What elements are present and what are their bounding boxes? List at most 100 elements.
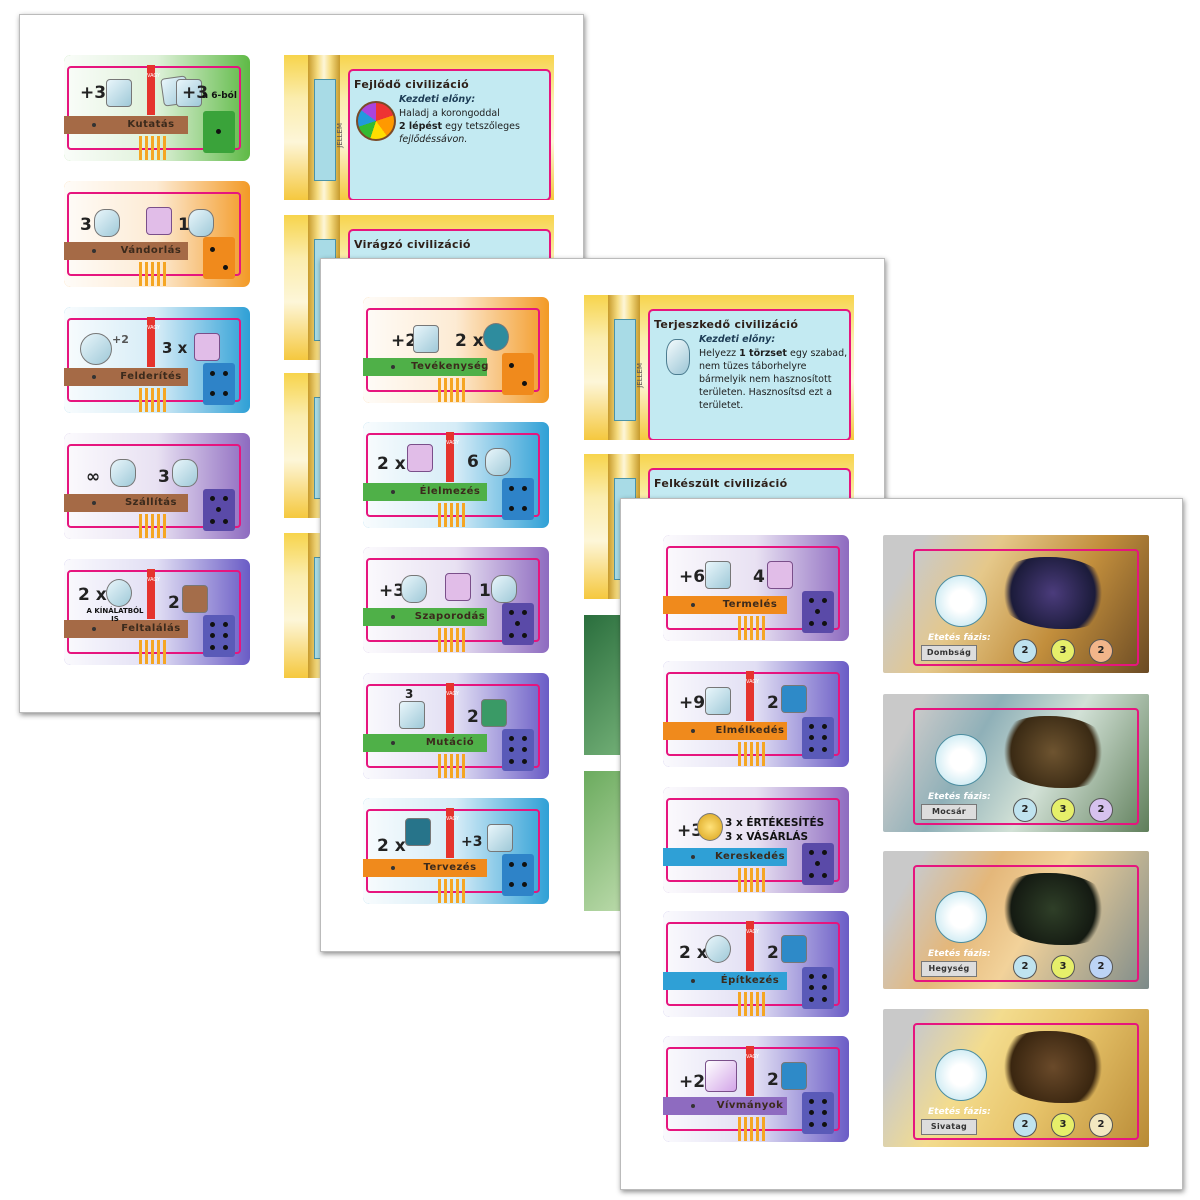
action-card-elelmezes[interactable]: VAGY 2 x 6 Élelmezés [363, 422, 549, 528]
creature-worm [993, 716, 1113, 788]
die-icon [203, 237, 235, 279]
vagy-label: VAGY [446, 440, 460, 446]
left-value: +2 [679, 1072, 706, 1092]
feeding-icon [935, 891, 987, 943]
compass-token: 2 [1089, 955, 1113, 979]
terrain-card-dombsag[interactable]: Etetés fázis: Dombság 2 3 2 [883, 535, 1149, 673]
action-card-tevekenyseg[interactable]: +2 2 x Tevékenység [363, 297, 549, 403]
action-card-epitkezes[interactable]: VAGY 2 x 2 Építkezés [663, 911, 849, 1017]
right-value: 2 [767, 693, 779, 713]
coin-icon [697, 813, 723, 841]
card-name: Felderítés [120, 371, 182, 382]
card-name: Szállítás [124, 497, 178, 508]
mutation-card-icon [481, 699, 507, 727]
vagy-label: VAGY [746, 929, 760, 935]
invention-card-icon [182, 585, 208, 613]
achievement-cube-icon [705, 1060, 737, 1092]
right-value: 2 x [455, 331, 484, 351]
right-value: +3 [182, 83, 209, 103]
feeding-icon [935, 575, 987, 627]
tribe-feed-icon [485, 448, 511, 476]
left-value: +2 [391, 331, 418, 351]
action-card-kereskedes[interactable]: +3 3 x ÉRTÉKESÍTÉS 3 x VÁSÁRLÁS Keresked… [663, 787, 849, 893]
lightbulb-icon [705, 687, 731, 715]
card-name: Élelmezés [419, 486, 481, 497]
left-note: A KÍNÁLATBÓL IS [86, 607, 144, 623]
action-card-mutacio[interactable]: VAGY 3 2 Mutáció [363, 673, 549, 779]
swirl-token: 3 [1051, 955, 1075, 979]
tribe-move-icon-2 [188, 209, 214, 237]
pen-token: 2 [1089, 798, 1113, 822]
terrain-card-sivatag[interactable]: Etetés fázis: Sivatag 2 3 2 [883, 1009, 1149, 1147]
civ-title: Fejlődő civilizáció [354, 78, 470, 91]
building-icon [705, 935, 731, 963]
action-card-elmelkedes[interactable]: VAGY +9 2 Elmélkedés [663, 661, 849, 767]
civ-card-fejlodo[interactable]: JELLEM Fejlődő civilizáció Kezdeti előny… [284, 55, 554, 200]
action-card-szaporodas[interactable]: +3 1 Szaporodás [363, 547, 549, 653]
die-icon [203, 489, 235, 531]
plan-card-icon [405, 818, 431, 846]
swirl-token: 3 [1051, 1113, 1075, 1137]
die-icon [203, 363, 235, 405]
action-card-kutatas[interactable]: VAGY +3 +3 a 6-ból Kutatás [64, 55, 250, 161]
terrain-card-mocsar[interactable]: Etetés fázis: Mocsár 2 3 2 [883, 694, 1149, 832]
terrain-card-hegyseg[interactable]: Etetés fázis: Hegység 2 3 2 [883, 851, 1149, 989]
food-icon [407, 444, 433, 472]
right-line-1: 3 x ÉRTÉKESÍTÉS [725, 817, 825, 829]
right-value: 1 [178, 215, 190, 235]
terrain-name: Hegység [921, 961, 977, 977]
action-card-szallitas[interactable]: ∞ 3 Szállítás [64, 433, 250, 539]
right-value: 2 [168, 593, 180, 613]
left-value: 2 x [679, 943, 708, 963]
shovel-icon [705, 561, 731, 589]
die-icon [802, 843, 834, 885]
card-name: Mutáció [425, 737, 475, 748]
vagy-label: VAGY [147, 73, 161, 79]
action-card-vivmanyok[interactable]: VAGY +2 2 Vívmányok [663, 1036, 849, 1142]
vagy-label: VAGY [446, 816, 460, 822]
swirl-token: 3 [1051, 639, 1075, 663]
swirl-token: 3 [1051, 798, 1075, 822]
terrain-name: Dombság [921, 645, 977, 661]
left-value: 2 x [78, 585, 107, 605]
vagy-label: VAGY [746, 1054, 760, 1060]
creature-bird [993, 557, 1113, 629]
dna-icon [399, 701, 425, 729]
action-card-felderites[interactable]: VAGY +2 3 x Felderítés [64, 307, 250, 413]
civ-card-terjeszkedo[interactable]: JELLEM Terjeszkedő civilizáció Kezdeti e… [584, 295, 854, 440]
feeding-phase-label: Etetés fázis: [928, 949, 991, 959]
die-icon [802, 1092, 834, 1134]
die-icon [203, 111, 235, 153]
card-name: Elmélkedés [715, 725, 785, 736]
card-name: Szaporodás [414, 611, 486, 622]
card-deck-icon [106, 79, 132, 107]
action-card-vandorlas[interactable]: 3 1 Vándorlás [64, 181, 250, 287]
feeding-phase-label: Etetés fázis: [928, 792, 991, 802]
civ-description: Haladj a korongoddal 2 lépést egy tetsző… [399, 108, 520, 145]
action-card-feltalalas[interactable]: VAGY 2 x A KÍNÁLATBÓL IS 2 Feltalálás [64, 559, 250, 665]
left-value: 2 x [377, 836, 406, 856]
gear-token: 2 [1089, 639, 1113, 663]
bulb-token: 2 [1013, 798, 1037, 822]
card-name: Kutatás [127, 119, 175, 130]
die-icon [203, 615, 235, 657]
card-sheet-3: +6 4 Termelés VAGY +9 2 Elmélkedés +3 3 … [620, 498, 1183, 1190]
explore-icon [80, 333, 112, 365]
right-value: 4 [753, 567, 765, 587]
die-icon [502, 603, 534, 645]
right-value: 6 [467, 452, 479, 472]
civ-title: Terjeszkedő civilizáció [654, 318, 799, 331]
card-name: Vándorlás [120, 245, 182, 256]
coin-icon [413, 325, 439, 353]
left-value: +3 [80, 83, 107, 103]
terrain-name: Sivatag [921, 1119, 977, 1135]
idea-icon [487, 824, 513, 852]
action-touch-icon [483, 323, 509, 351]
track-wheel-icon [356, 101, 396, 141]
left-value: 3 [80, 215, 92, 235]
right-value: +3 [461, 834, 483, 850]
action-card-termeles[interactable]: +6 4 Termelés [663, 535, 849, 641]
action-card-tervezes[interactable]: VAGY 2 x +3 Tervezés [363, 798, 549, 904]
die-icon [502, 478, 534, 520]
die-icon [502, 729, 534, 771]
